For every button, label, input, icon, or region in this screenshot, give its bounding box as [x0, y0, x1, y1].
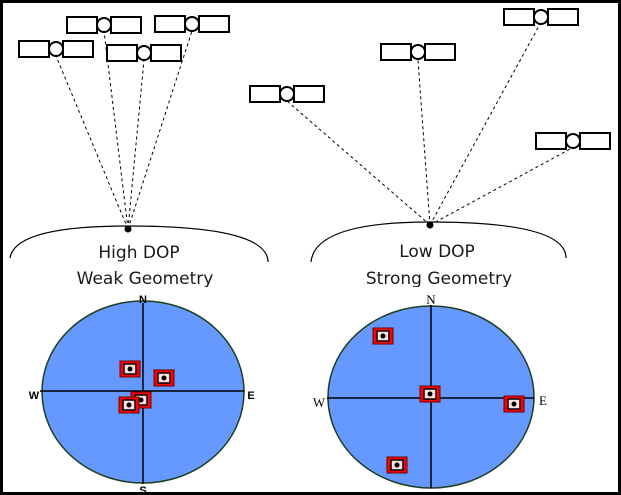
left-geometry-label: Weak Geometry: [77, 269, 214, 289]
compass-north: N: [139, 294, 147, 306]
satellite-icon: [535, 132, 611, 150]
compass-north: N: [426, 292, 436, 307]
left-lines-of-sight: [55, 30, 193, 230]
line-of-sight: [127, 30, 193, 230]
left-receiver: [124, 225, 132, 233]
line-of-sight: [286, 100, 431, 226]
compass-east: E: [539, 393, 547, 408]
line-of-sight: [417, 59, 431, 226]
left-dop-label: High DOP: [98, 243, 179, 263]
right-receiver: [426, 221, 434, 229]
left-skyplot: N S E W: [29, 294, 255, 495]
satellite-marker-icon: [118, 396, 140, 414]
satellite-marker-icon: [419, 385, 441, 403]
right-dop-label: Low DOP: [399, 242, 475, 262]
satellite-marker-icon: [503, 395, 525, 413]
satellite-marker-icon: [119, 360, 141, 378]
satellite-marker-icon: [153, 369, 175, 387]
compass-west: W: [313, 395, 326, 410]
satellite-icon: [18, 40, 94, 58]
line-of-sight: [429, 23, 541, 226]
right-geometry-label: Strong Geometry: [366, 269, 512, 289]
low-dop-panel: Low DOP Strong Geometry N E W: [249, 8, 616, 489]
satellite-icon: [66, 16, 142, 34]
satellite-icon: [249, 85, 325, 103]
satellite-marker-icon: [386, 456, 408, 474]
satellite-icon: [380, 43, 456, 61]
satellite-icon: [154, 15, 230, 33]
line-of-sight: [429, 147, 573, 226]
satellite-icon: [503, 8, 579, 26]
right-lines-of-sight: [286, 23, 573, 226]
compass-south: S: [139, 485, 146, 495]
satellite-marker-icon: [372, 327, 394, 345]
compass-east: E: [247, 390, 254, 402]
satellite-icon: [106, 44, 182, 62]
right-skyplot: N E W: [313, 292, 547, 489]
line-of-sight: [55, 55, 129, 230]
line-of-sight: [127, 59, 145, 230]
compass-west: W: [29, 390, 40, 402]
high-dop-panel: High DOP Weak Geometry N S E W: [5, 15, 289, 495]
